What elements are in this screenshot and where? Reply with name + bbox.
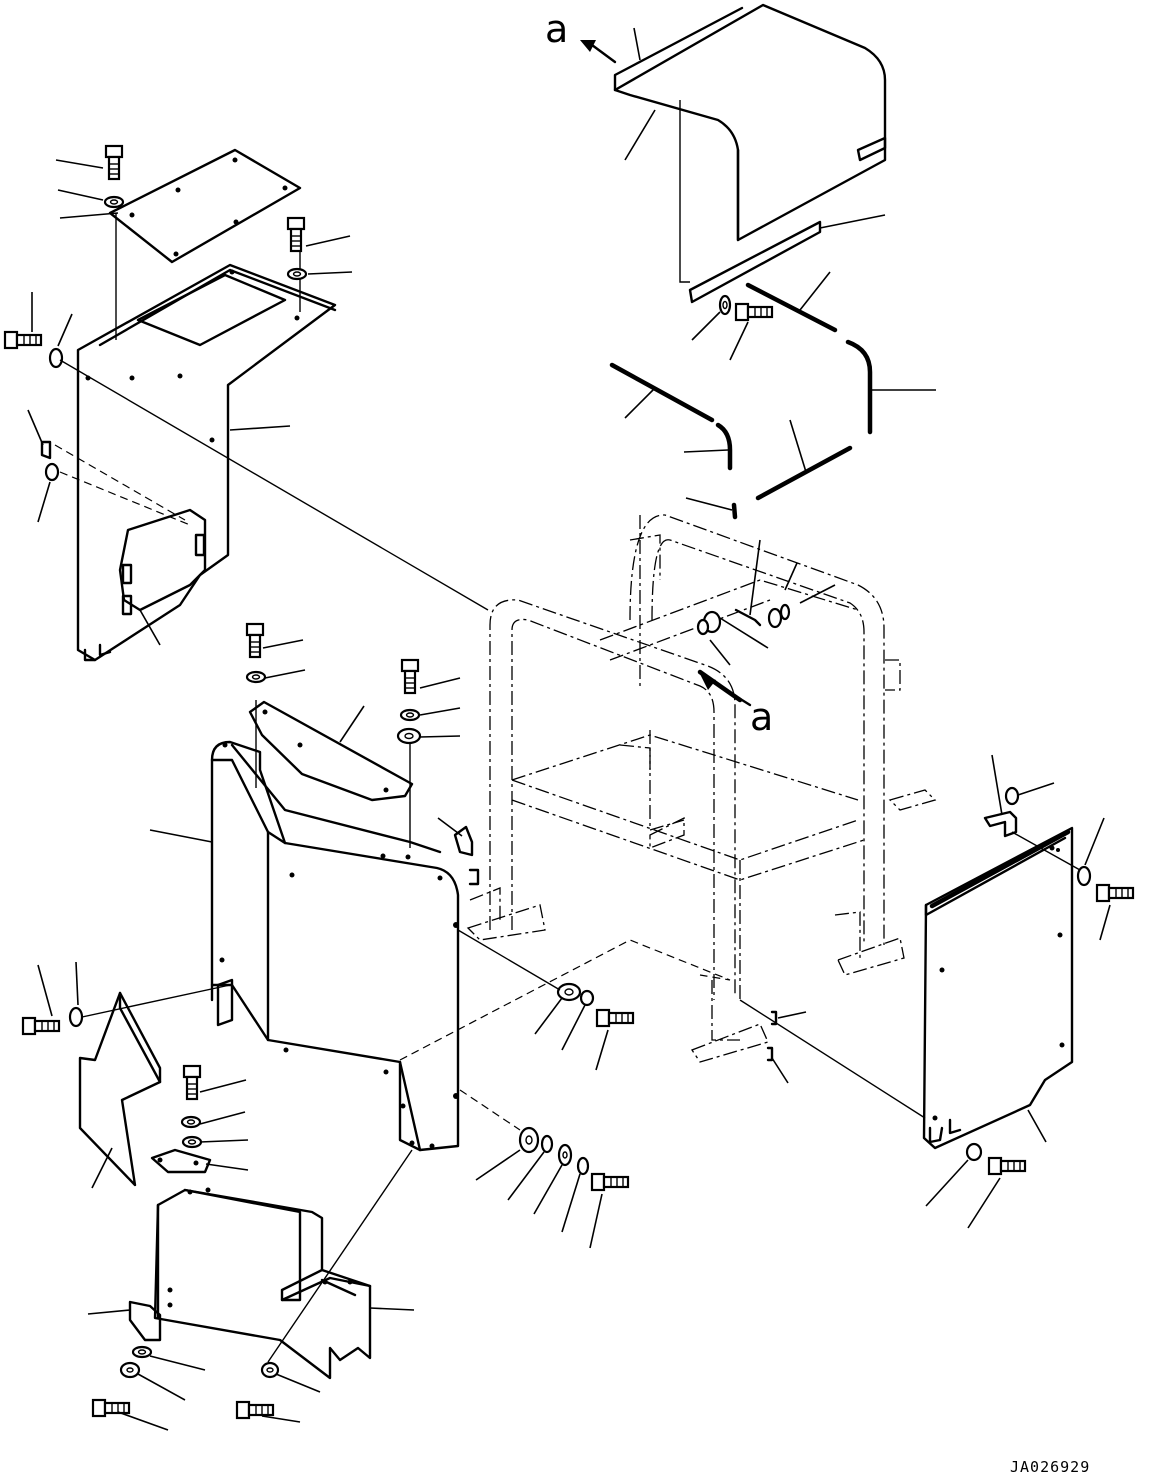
rods [609, 271, 936, 520]
front-console-panel [149, 740, 460, 1152]
roof-cover [613, 3, 887, 283]
console-top-plate [248, 700, 414, 848]
left-inspection-cover [108, 148, 302, 340]
drawing-number: JA026929 [1010, 1458, 1091, 1476]
right-panel-latch [983, 754, 1081, 871]
lower-console-plate [150, 1148, 249, 1174]
small-l-bracket [87, 1300, 162, 1342]
console-side-panel [78, 984, 231, 1189]
cab-frame [466, 514, 937, 1063]
arrow-a [580, 40, 752, 707]
reference-mark-a-top: a [545, 7, 569, 51]
roof-front-strip [688, 214, 886, 304]
frame-pins [766, 1010, 807, 1084]
console-small-bracket [437, 817, 480, 886]
reference-mark-a-frame: a [750, 695, 774, 739]
lower-console-box [153, 1187, 415, 1380]
frame-bracket [696, 539, 836, 703]
right-side-panel [739, 826, 1074, 1150]
